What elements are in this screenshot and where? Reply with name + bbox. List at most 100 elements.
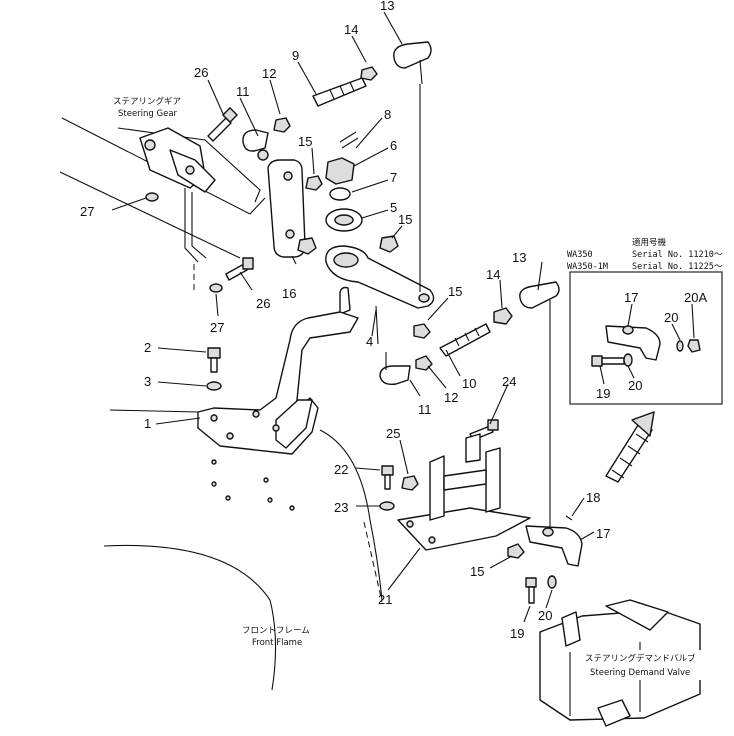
nut-12-top [273,117,291,133]
front-frame-label-jp: フロントフレーム [242,626,310,636]
arm-4 [325,245,435,345]
callout-14: 14 [486,267,500,282]
callout-20: 20 [538,608,552,623]
bolt-26-lower [225,257,254,281]
nut-15-lower [507,543,525,559]
callout-3: 3 [144,374,151,389]
washer-7 [329,187,351,201]
callout-15: 15 [470,564,484,579]
ball-joint-11-lower [379,352,411,386]
callout-18: 18 [586,490,600,505]
callout-2: 2 [144,340,151,355]
lever-17-inset [605,325,661,361]
bearing-5 [325,208,363,232]
steering-gear-label-en: Steering Gear [118,109,178,119]
detail-inset-box [569,271,723,405]
callout-17-inset: 17 [624,290,638,305]
callout-7: 7 [390,170,397,185]
callout-16: 16 [282,286,296,301]
inset-leader-lines [599,303,695,385]
callout-8: 8 [384,107,391,122]
callout-21: 21 [378,592,392,607]
nut-14-top [360,66,378,81]
callout-20-inset: 20 [664,310,678,325]
bolt-19-lower [525,577,537,604]
callout-26: 26 [194,65,208,80]
callout-13: 13 [380,0,394,13]
callout-19: 19 [510,626,524,641]
applicability-model-1: WA350 [567,250,593,260]
callout-14: 14 [344,22,358,37]
nut-15-d [413,323,431,339]
washer-20-inset-b [676,340,684,352]
callout-11: 11 [418,402,432,417]
stand-21 [397,433,531,551]
ball-joint-13-top [393,41,432,85]
callout-15: 15 [448,284,462,299]
callout-17: 17 [596,526,610,541]
applicability-header: 適用号機 [632,237,667,248]
callout-9: 9 [292,48,299,63]
washer-27-lower [209,283,223,293]
rod-10 [439,323,491,357]
callout-6: 6 [390,138,397,153]
callout-4: 4 [366,334,373,349]
detail-pointer-arrow [605,411,655,483]
front-frame-outline [103,409,383,691]
bracket-1 [197,286,359,455]
demand-valve-label-en: Steering Demand Valve [590,668,690,678]
callout-20A-inset: 20A [684,290,707,305]
applicability-serial-1: Serial No. 11210～ [632,250,723,260]
link-plate-16 [267,159,306,258]
ball-joint-11-top [242,129,269,161]
callout-12: 12 [444,390,458,405]
callout-13: 13 [512,250,526,265]
washer-3 [206,381,222,391]
washer-23 [379,501,395,511]
callout-27: 27 [210,320,224,335]
steering-gear-frame [59,117,266,263]
nut-14-lower [493,307,513,325]
callout-12: 12 [262,66,276,81]
bolt-26-top [207,107,238,142]
callout-22: 22 [334,462,348,477]
nut-15-c [379,235,399,253]
washer-27-top [145,192,159,202]
rod-9 [312,77,367,107]
callout-23: 23 [334,500,348,515]
frame-holes [211,459,295,511]
applicability-serial-2: Serial No. 11225～ [632,262,723,272]
callout-15: 15 [398,212,412,227]
pin-18 [565,515,573,521]
callout-1: 1 [144,416,151,431]
lever-17-lower [525,525,583,567]
callouts: 13 14 9 12 11 26 8 15 6 7 5 15 16 26 27 … [80,0,707,641]
dashed-guide-b [363,521,383,603]
nut-25 [401,475,419,491]
callout-26: 26 [256,296,270,311]
valve-label-bg [582,650,732,680]
steering-gear-label-jp: ステアリングギア [113,96,181,107]
cotter-pin-8 [339,131,359,149]
applicability-model-2: WA350-1M [567,262,608,272]
callout-19-inset: 19 [596,386,610,401]
callout-27: 27 [80,204,94,219]
callout-15: 15 [298,134,312,149]
callout-5: 5 [390,200,397,215]
washer-20-lower [547,575,557,589]
castle-nut-6 [325,157,355,185]
callout-10: 10 [462,376,476,391]
callout-25: 25 [386,426,400,441]
demand-valve-label-jp: ステアリングデマンドバルブ [585,653,696,664]
washer-20-inset [623,353,633,367]
front-frame-label-en: Front Flame [252,638,302,648]
callout-24: 24 [502,374,516,389]
nut-15-a [305,175,323,191]
bolt-19-inset [591,355,625,367]
leader-lines [111,11,595,623]
nut-15-b [297,237,317,255]
bolt-2 [207,347,221,373]
nut-20A-inset [687,339,701,353]
callout-11: 11 [236,84,250,99]
